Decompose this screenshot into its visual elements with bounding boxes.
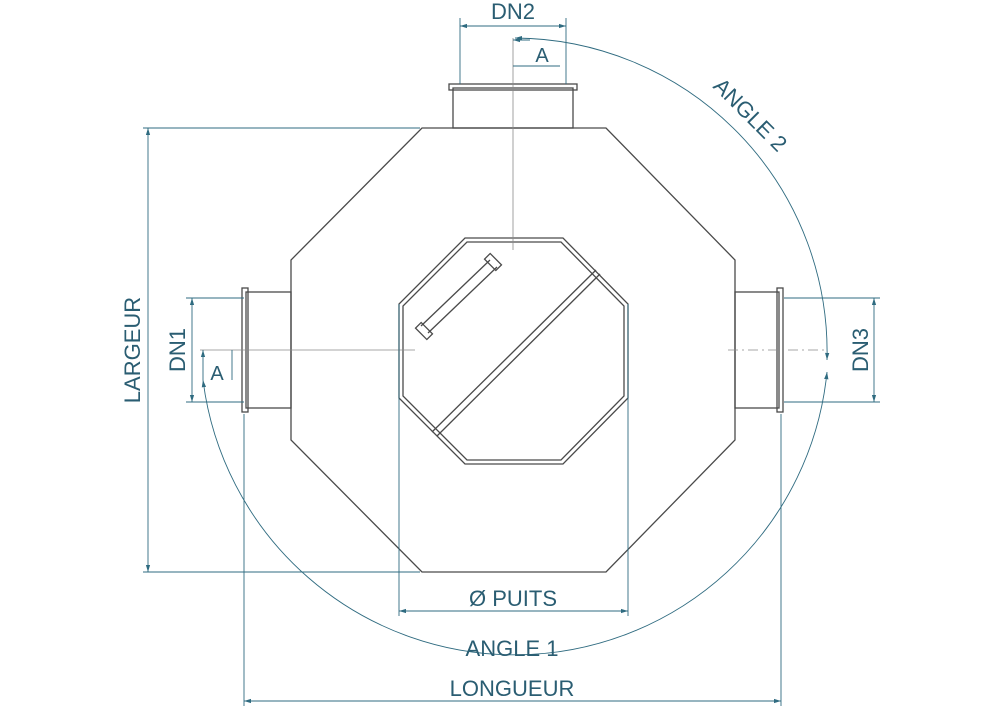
longueur-dimension: [243, 414, 782, 706]
dn1-dimension: [186, 297, 244, 403]
largeur-label: LARGEUR: [120, 297, 145, 403]
longueur-label: LONGUEUR: [450, 676, 575, 701]
dn3-dimension: [784, 297, 880, 403]
dn1-label: DN1: [165, 328, 190, 372]
angle2-label: ANGLE 2: [709, 73, 792, 156]
a-left-label: A: [210, 363, 224, 385]
angle1-arc: [201, 371, 829, 656]
inner-octagon-shaft: [398, 237, 629, 465]
dn3-label: DN3: [848, 328, 873, 372]
angle1-label: ANGLE 1: [466, 636, 559, 661]
largeur-dimension: [143, 127, 420, 573]
a-top-label: A: [535, 45, 549, 67]
puits-label: Ø PUITS: [469, 586, 557, 611]
angle2-arc: [514, 35, 830, 361]
puits-dimension: [398, 304, 629, 616]
deflector-plate: [414, 252, 503, 341]
dn2-label: DN2: [491, 0, 535, 24]
